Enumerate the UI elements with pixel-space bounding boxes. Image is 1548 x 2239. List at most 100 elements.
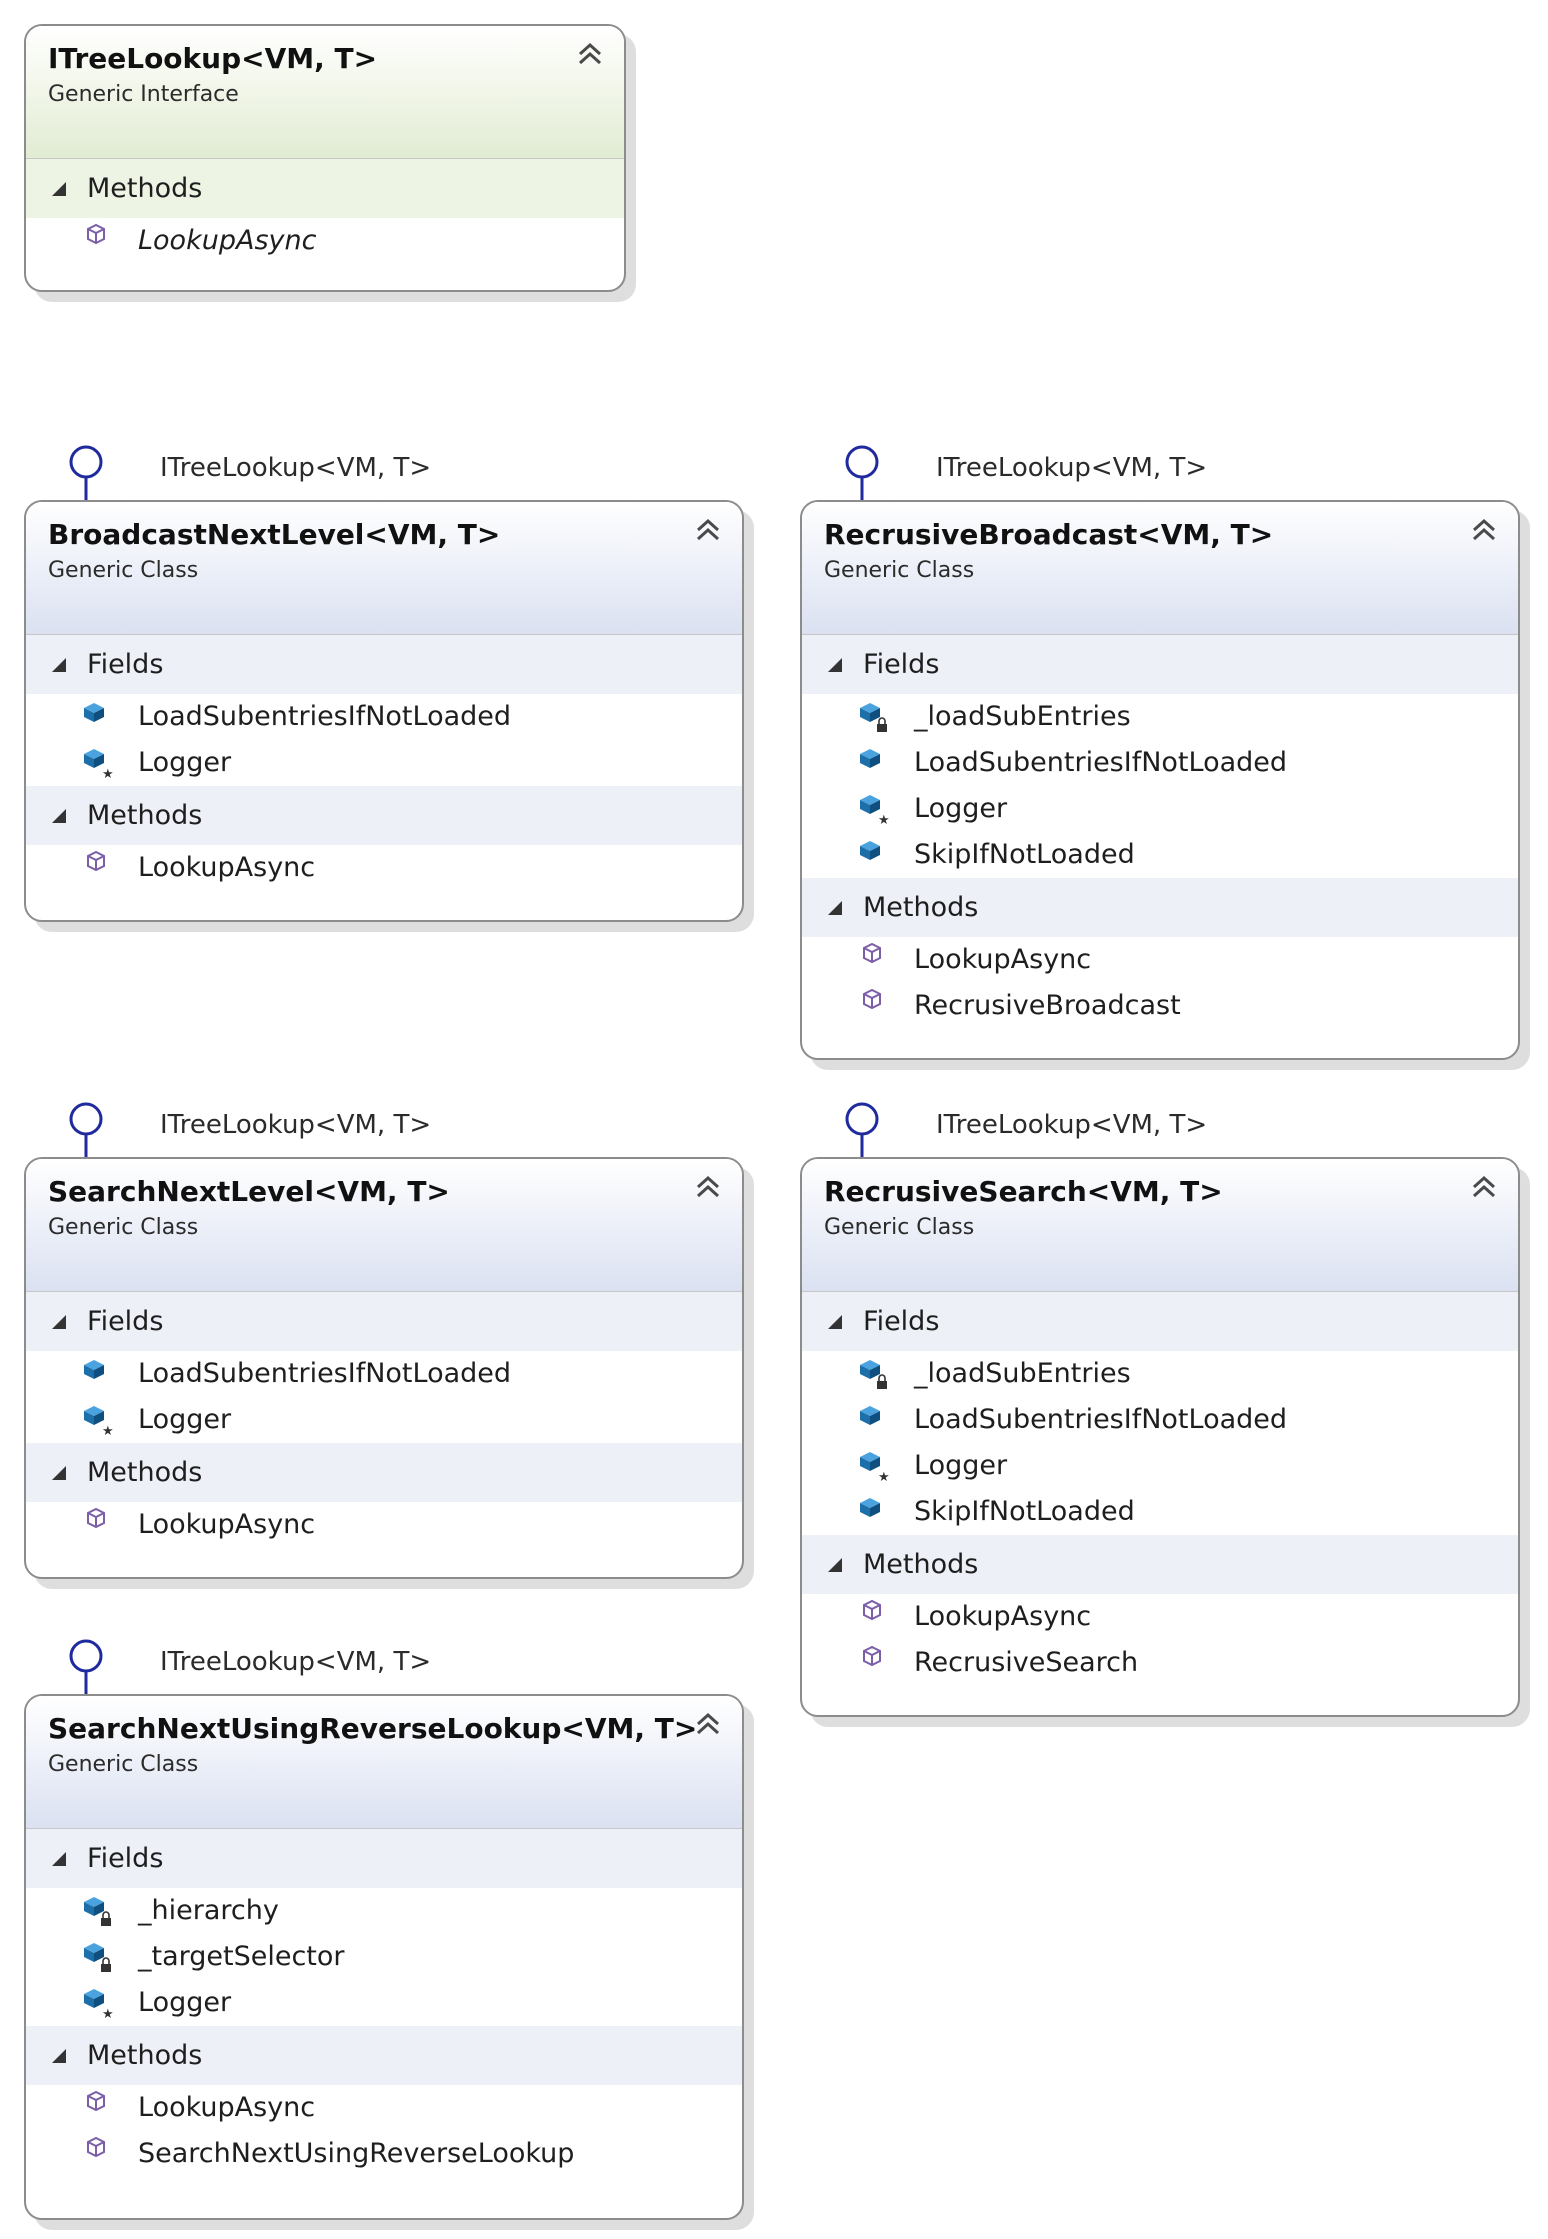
section-label: Methods: [863, 1549, 979, 1580]
class-box-recrusivebroadcast[interactable]: RecrusiveBroadcast<VM, T> Generic Class …: [800, 500, 1520, 1060]
member-label: Logger: [138, 747, 232, 778]
field-icon: [852, 744, 892, 782]
method-icon: [852, 941, 892, 979]
member-row[interactable]: LookupAsync: [26, 218, 624, 264]
member-row[interactable]: RecrusiveBroadcast: [802, 983, 1518, 1029]
member-label: Logger: [138, 1987, 232, 2018]
svg-text:★: ★: [878, 813, 890, 828]
interface-lollipop: ITreeLookup<VM, T>: [842, 1097, 1242, 1157]
method-icon: [852, 1644, 892, 1682]
class-box-recrusivesearch[interactable]: RecrusiveSearch<VM, T> Generic Class Fie…: [800, 1157, 1520, 1717]
member-row[interactable]: LoadSubentriesIfNotLoaded: [802, 740, 1518, 786]
class-title: SearchNextLevel<VM, T>: [48, 1175, 450, 1208]
section-methods[interactable]: Methods: [26, 159, 624, 218]
svg-text:★: ★: [878, 1470, 890, 1485]
class-box-broadcastnextlevel[interactable]: BroadcastNextLevel<VM, T> Generic Class …: [24, 500, 744, 922]
section-methods[interactable]: Methods: [26, 1443, 742, 1502]
collapse-triangle-icon[interactable]: [826, 1535, 846, 1594]
member-row[interactable]: _targetSelector: [26, 1934, 742, 1980]
member-row[interactable]: ★ Logger: [802, 1443, 1518, 1489]
member-row[interactable]: ★ Logger: [26, 1397, 742, 1443]
member-row[interactable]: ★ Logger: [26, 740, 742, 786]
section-label: Methods: [87, 800, 203, 831]
class-kind: Generic Class: [48, 1752, 199, 1777]
section-methods[interactable]: Methods: [802, 1535, 1518, 1594]
member-row[interactable]: LoadSubentriesIfNotLoaded: [26, 694, 742, 740]
private-field-icon: [852, 698, 892, 736]
class-box-searchnextlevel[interactable]: SearchNextLevel<VM, T> Generic Class Fie…: [24, 1157, 744, 1579]
member-label: LookupAsync: [138, 225, 317, 256]
collapse-triangle-icon[interactable]: [50, 1292, 70, 1351]
member-row[interactable]: RecrusiveSearch: [802, 1640, 1518, 1686]
collapse-triangle-icon[interactable]: [50, 635, 70, 694]
member-row[interactable]: _hierarchy: [26, 1888, 742, 1934]
member-label: _targetSelector: [138, 1941, 345, 1972]
field-icon: [852, 1493, 892, 1531]
section-label: Fields: [87, 649, 164, 680]
collapse-triangle-icon[interactable]: [826, 635, 846, 694]
collapse-triangle-icon[interactable]: [826, 1292, 846, 1351]
section-methods[interactable]: Methods: [26, 2026, 742, 2085]
section-fields[interactable]: Fields: [26, 1829, 742, 1888]
svg-text:★: ★: [102, 767, 114, 782]
member-row[interactable]: LookupAsync: [26, 1502, 742, 1548]
section-methods[interactable]: Methods: [26, 786, 742, 845]
method-icon: [76, 849, 116, 887]
collapse-chevron-icon[interactable]: [692, 1171, 724, 1203]
member-row[interactable]: SearchNextUsingReverseLookup: [26, 2131, 742, 2177]
member-row[interactable]: _loadSubEntries: [802, 694, 1518, 740]
section-methods[interactable]: Methods: [802, 878, 1518, 937]
class-header: SearchNextLevel<VM, T> Generic Class: [26, 1159, 742, 1292]
collapse-chevron-icon[interactable]: [574, 38, 606, 70]
section-fields[interactable]: Fields: [802, 635, 1518, 694]
method-icon: [76, 1506, 116, 1544]
private-field-icon: [76, 1938, 116, 1976]
member-row[interactable]: SkipIfNotLoaded: [802, 832, 1518, 878]
member-row[interactable]: LoadSubentriesIfNotLoaded: [802, 1397, 1518, 1443]
collapse-chevron-icon[interactable]: [1468, 514, 1500, 546]
static-field-icon: ★: [76, 1984, 116, 2022]
collapse-triangle-icon[interactable]: [50, 159, 70, 218]
member-row[interactable]: LookupAsync: [802, 937, 1518, 983]
collapse-triangle-icon[interactable]: [826, 878, 846, 937]
interface-box-itreelookup[interactable]: ITreeLookup<VM, T> Generic Interface Met…: [24, 24, 626, 292]
member-row[interactable]: ★ Logger: [802, 786, 1518, 832]
member-row[interactable]: LoadSubentriesIfNotLoaded: [26, 1351, 742, 1397]
member-row[interactable]: SkipIfNotLoaded: [802, 1489, 1518, 1535]
section-fields[interactable]: Fields: [802, 1292, 1518, 1351]
member-row[interactable]: LookupAsync: [26, 845, 742, 891]
member-row[interactable]: LookupAsync: [26, 2085, 742, 2131]
class-kind: Generic Class: [48, 558, 199, 583]
collapse-chevron-icon[interactable]: [692, 514, 724, 546]
section-label: Methods: [87, 1457, 203, 1488]
member-label: LoadSubentriesIfNotLoaded: [914, 1404, 1288, 1435]
method-icon: [76, 2135, 116, 2173]
member-label: Logger: [914, 1450, 1008, 1481]
collapse-triangle-icon[interactable]: [50, 1829, 70, 1888]
collapse-chevron-icon[interactable]: [692, 1708, 724, 1740]
member-label: _hierarchy: [138, 1895, 279, 1926]
section-fields[interactable]: Fields: [26, 1292, 742, 1351]
class-header: RecrusiveSearch<VM, T> Generic Class: [802, 1159, 1518, 1292]
interface-lollipop: ITreeLookup<VM, T>: [66, 1634, 466, 1694]
member-label: SkipIfNotLoaded: [914, 839, 1135, 870]
collapse-triangle-icon[interactable]: [50, 1443, 70, 1502]
lollipop-label: ITreeLookup<VM, T>: [936, 453, 1208, 483]
member-label: Logger: [138, 1404, 232, 1435]
collapse-triangle-icon[interactable]: [50, 786, 70, 845]
method-icon: [76, 222, 116, 260]
section-fields[interactable]: Fields: [26, 635, 742, 694]
collapse-triangle-icon[interactable]: [50, 2026, 70, 2085]
member-label: LookupAsync: [138, 2092, 316, 2123]
member-row[interactable]: _loadSubEntries: [802, 1351, 1518, 1397]
lollipop-label: ITreeLookup<VM, T>: [160, 1647, 432, 1677]
method-icon: [852, 1598, 892, 1636]
member-row[interactable]: LookupAsync: [802, 1594, 1518, 1640]
class-header: BroadcastNextLevel<VM, T> Generic Class: [26, 502, 742, 635]
field-icon: [852, 836, 892, 874]
section-label: Fields: [863, 1306, 940, 1337]
collapse-chevron-icon[interactable]: [1468, 1171, 1500, 1203]
member-row[interactable]: ★ Logger: [26, 1980, 742, 2026]
class-box-searchnextusingreverselookup[interactable]: SearchNextUsingReverseLookup<VM, T> Gene…: [24, 1694, 744, 2220]
member-label: Logger: [914, 793, 1008, 824]
